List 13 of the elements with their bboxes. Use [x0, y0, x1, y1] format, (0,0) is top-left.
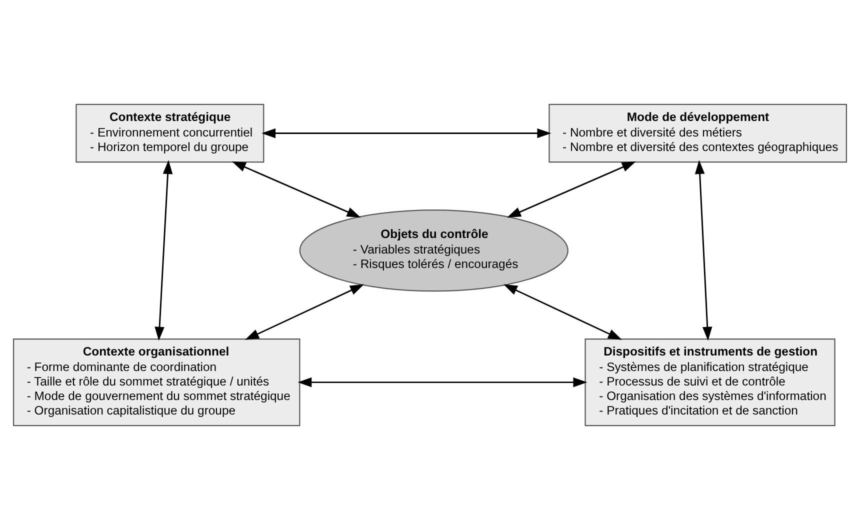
- arrow: [244, 284, 364, 340]
- node-box: Contexte organisationnel - Forme dominante de coordination - Taille et rôle du sommet stratégique / unités - Mode de gouvernement du sommet stratégique - Organisation capitalistique du groupe: [12, 338, 300, 426]
- node-box: Contexte stratégique - Environnement concurrentiel - Horizon temporel du groupe: [76, 103, 264, 162]
- arrow: [154, 160, 173, 340]
- node-ellipse: Objets du contrôle - Variables stratégiques - Risques tolérés / encouragés: [299, 209, 568, 292]
- node-box: Mode de développement - Nombre et diversité des métiers - Nombre et diversité des contextes géographiques: [548, 103, 848, 162]
- arrow: [232, 160, 361, 218]
- arrow: [298, 376, 588, 387]
- arrow: [503, 284, 622, 340]
- node-box: Dispositifs et instruments de gestion - Systèmes de planification stratégique - Processus de suivi et de contrôle - Organisation des systèmes d'information - Pratiques d'incitation et de sanction: [584, 338, 836, 426]
- arrow: [262, 128, 552, 138]
- arrow: [694, 160, 712, 340]
- arrow: [506, 160, 636, 218]
